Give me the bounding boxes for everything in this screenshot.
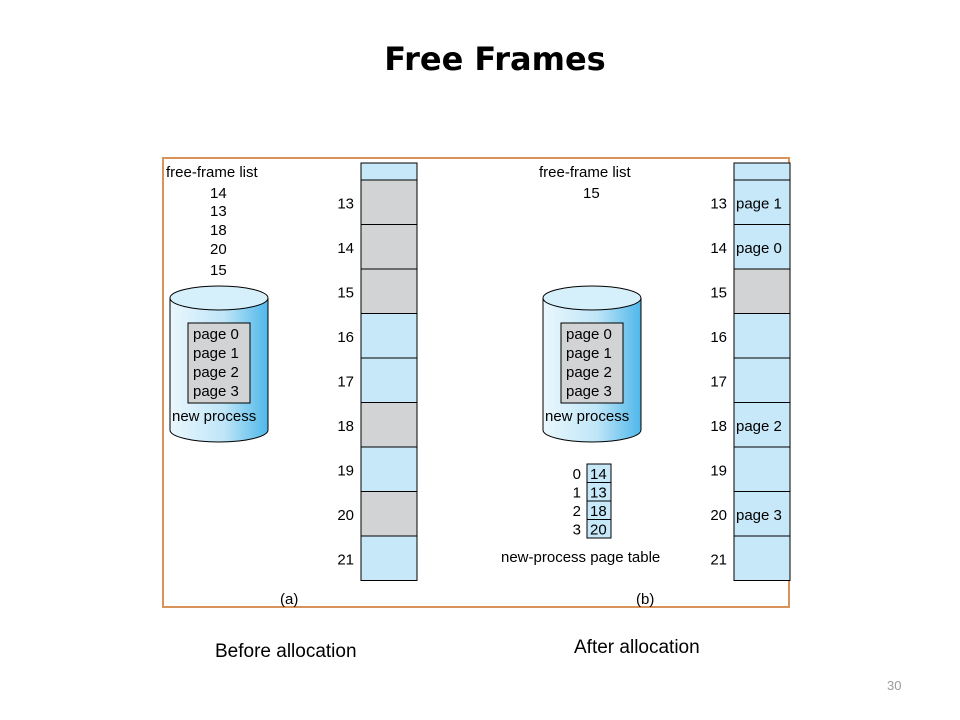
slide-number: 30 (887, 678, 902, 693)
free-frame-list-item-a: 15 (210, 262, 227, 279)
free-frame-list-item-b: 15 (583, 185, 600, 202)
caption-before: Before allocation (215, 641, 357, 662)
free-frame-list-header-b: free-frame list (539, 164, 631, 181)
figure-border (162, 157, 790, 608)
caption-after: After allocation (574, 637, 700, 658)
free-frame-list-item-a: 14 (210, 185, 227, 202)
page-title: Free Frames (384, 40, 606, 78)
free-frame-list-item-a: 20 (210, 241, 227, 258)
free-frame-list-item-a: 18 (210, 222, 227, 239)
free-frame-list-item-a: 13 (210, 203, 227, 220)
free-frame-list-header-a: free-frame list (166, 164, 258, 181)
